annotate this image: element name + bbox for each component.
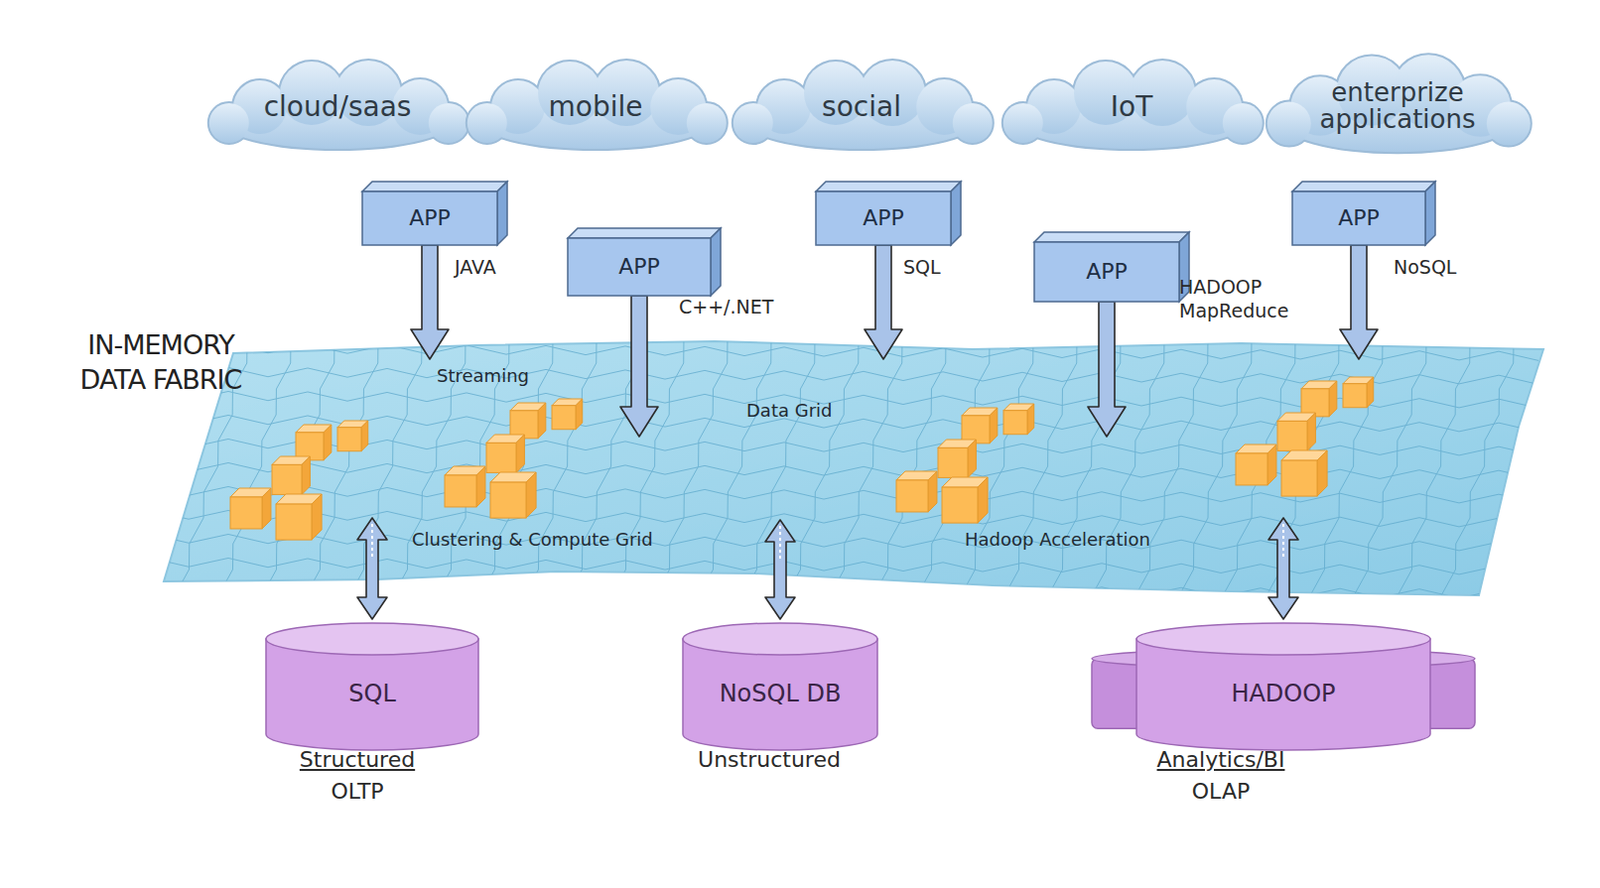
cloud-shape: social xyxy=(732,57,991,157)
fabric-outline xyxy=(148,332,1559,606)
cloud-shape: mobile xyxy=(466,57,725,157)
interface-label: SQL xyxy=(903,256,941,280)
database-cylinder: SQL xyxy=(266,623,479,751)
flow-arrow xyxy=(864,245,903,360)
cloud-label: mobile xyxy=(548,92,644,122)
interface-label: JAVA xyxy=(454,256,497,280)
cloud-shape: cloud/saas xyxy=(208,57,467,157)
storage-caption: Unstructured xyxy=(655,746,884,776)
storage-caption: OLAP xyxy=(1101,778,1340,807)
database-cylinder: HADOOP xyxy=(1091,623,1475,751)
flow-arrow xyxy=(1339,245,1378,360)
app-label: APP xyxy=(618,255,661,278)
db-label: HADOOP xyxy=(1230,681,1335,707)
app-box: APP xyxy=(1034,232,1190,302)
storage-caption: OLTP xyxy=(258,778,457,807)
fabric-label: Hadoop Acceleration xyxy=(964,529,1151,550)
cloud-label: IoT xyxy=(1110,92,1154,122)
app-box: APP xyxy=(815,181,961,246)
diagram-heading: IN-MEMORY DATA FABRIC xyxy=(61,327,261,398)
app-box: APP xyxy=(1292,181,1436,246)
app-label: APP xyxy=(1085,260,1128,283)
interface-label: HADOOP MapReduce xyxy=(1179,275,1299,324)
app-label: APP xyxy=(1337,206,1380,230)
fabric-label: Clustering & Compute Grid xyxy=(411,529,654,550)
app-label: APP xyxy=(408,206,451,230)
db-label: SQL xyxy=(348,681,397,707)
cloud-label: enterprize applications xyxy=(1298,79,1497,134)
interface-label: C++/.NET xyxy=(678,295,774,320)
cloud-shape: enterprize applications xyxy=(1268,51,1527,161)
fabric-label: Data Grid xyxy=(746,400,832,421)
app-box: APP xyxy=(362,181,508,246)
db-label: NoSQL DB xyxy=(719,681,842,707)
fabric-label: Streaming xyxy=(436,365,530,387)
app-label: APP xyxy=(862,206,905,230)
database-cylinder: NoSQL DB xyxy=(682,623,878,751)
cloud-label: cloud/saas xyxy=(264,92,412,122)
interface-label: NoSQL xyxy=(1393,256,1457,280)
app-box: APP xyxy=(567,228,721,296)
storage-caption: Analytics/BI xyxy=(1101,746,1340,776)
cloud-shape: IoT xyxy=(1002,57,1261,157)
cloud-label: social xyxy=(821,92,902,122)
storage-caption: Structured xyxy=(258,746,457,776)
data-fabric: StreamingData GridClustering & Compute G… xyxy=(148,332,1559,606)
flow-arrow xyxy=(410,245,449,360)
